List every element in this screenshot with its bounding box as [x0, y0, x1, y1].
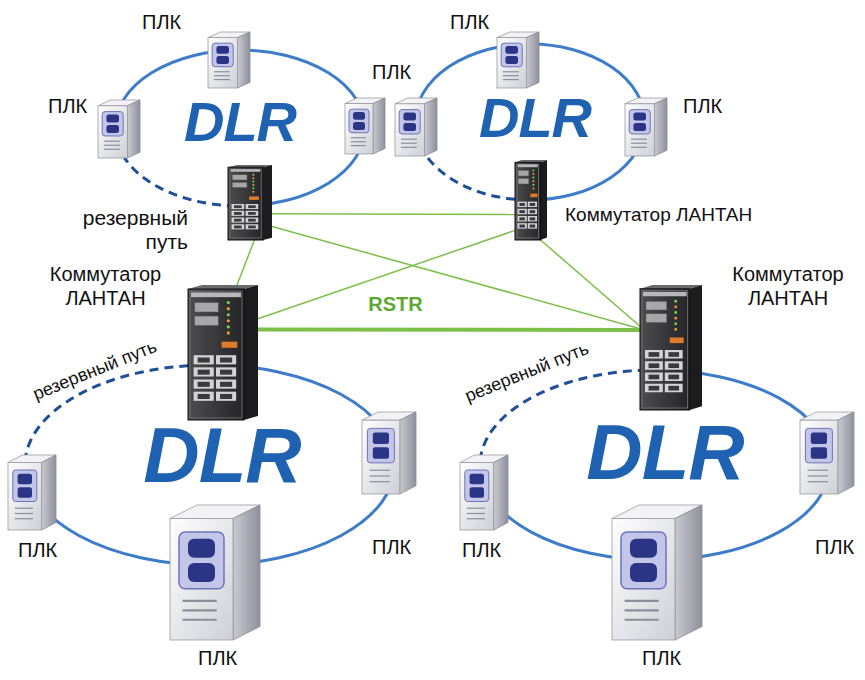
plc-shape [460, 455, 508, 530]
plc-device: ПЛК [395, 98, 437, 156]
rstr-link [272, 213, 515, 215]
rstr-link [272, 227, 640, 329]
plc-shape [98, 100, 140, 158]
lantan-switch [228, 165, 272, 240]
plc-shape [612, 505, 702, 640]
ring-title: DLR [479, 90, 591, 146]
plc-device: ПЛК [800, 412, 854, 494]
plc-label: ПЛК [372, 60, 411, 84]
plc-label: ПЛК [198, 646, 237, 670]
edge-label: RSTR [364, 292, 426, 316]
rstr-link [258, 230, 515, 318]
plc-device: ПЛК [625, 98, 667, 156]
plc-device: ПЛК [8, 455, 56, 530]
switch-label: Коммутатор ЛАНТАН [565, 204, 752, 227]
plc-shape [497, 32, 539, 88]
ring-title: DLR [586, 413, 743, 491]
plc-shape [208, 32, 250, 88]
ring-title: DLR [143, 416, 300, 494]
switch-shape [228, 165, 272, 240]
switch-shape [515, 160, 547, 240]
switch-shape [188, 285, 258, 420]
plc-device: ПЛК [170, 505, 260, 640]
plc-shape [395, 98, 437, 156]
lantan-switch: Коммутатор ЛАНТАН [515, 160, 547, 240]
plc-shape [170, 505, 260, 640]
plc-label: ПЛК [142, 10, 181, 34]
plc-label: ПЛК [450, 10, 489, 34]
plc-shape [362, 412, 416, 494]
plc-device: ПЛК [497, 32, 539, 88]
switch-label: Коммутатор ЛАНТАН [38, 262, 173, 310]
plc-icon [345, 98, 385, 154]
rstr-link [237, 240, 254, 285]
plc-label: ПЛК [18, 538, 57, 562]
plc-device: ПЛК [460, 455, 508, 530]
plc-device: ПЛК [98, 100, 140, 158]
plc-device: ПЛК [362, 412, 416, 494]
plc-shape [8, 455, 56, 530]
plc-label: ПЛК [815, 535, 854, 559]
plc-label: ПЛК [642, 646, 681, 670]
plc-device: ПЛК [612, 505, 702, 640]
plc-shape [800, 412, 854, 494]
plc-label: ПЛК [683, 94, 722, 118]
switch-shape [640, 285, 702, 410]
lantan-switch: Коммутатор ЛАНТАН [640, 285, 702, 410]
rstr-link [258, 328, 640, 332]
plc-shape [625, 98, 667, 156]
plc-label: ПЛК [48, 94, 87, 118]
plc-device: ПЛК [208, 32, 250, 88]
plc-label: ПЛК [372, 535, 411, 559]
backup-path-label: резервный путь [58, 206, 188, 254]
switch-label: Коммутатор ЛАНТАН [718, 262, 858, 310]
backup-path-label: резервный путь [462, 338, 592, 406]
ring-title: DLR [184, 94, 296, 150]
rstr-link [541, 240, 640, 326]
plc-label: ПЛК [462, 538, 501, 562]
lantan-switch: Коммутатор ЛАНТАН [188, 285, 258, 420]
